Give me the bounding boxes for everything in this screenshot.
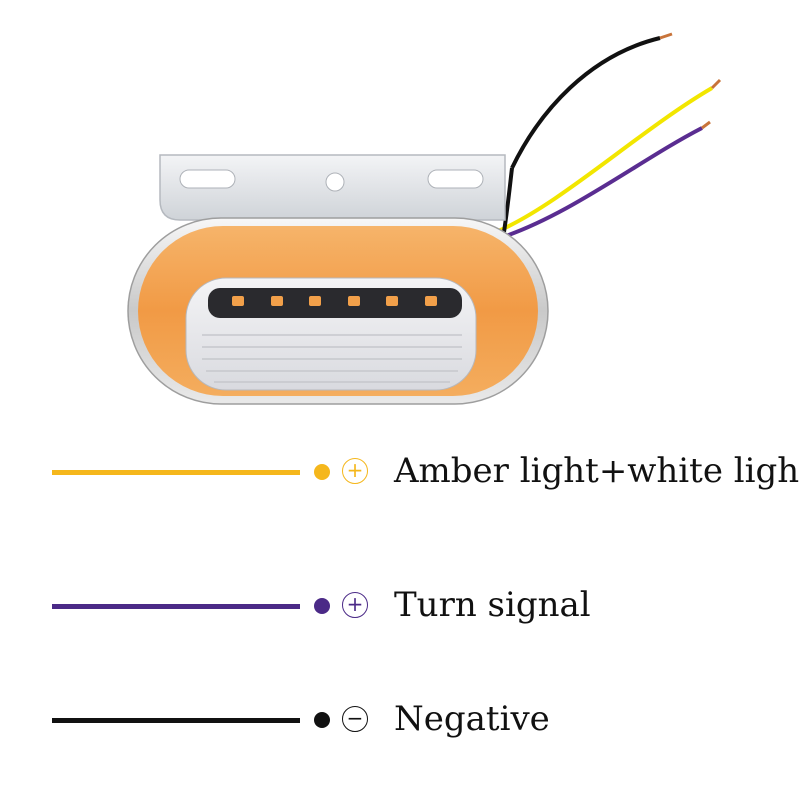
plus-circle-icon: +: [342, 458, 368, 484]
legend-row-amber: + Amber light+white ligh: [0, 448, 800, 498]
lamp-body: [127, 217, 549, 405]
black-wire: [510, 36, 661, 169]
yellow-wire: [495, 86, 714, 234]
minus-circle-icon: −: [342, 706, 368, 732]
wires: [495, 32, 722, 240]
legend-row-negative: − Negative: [0, 696, 800, 746]
amber-wire-swatch: [52, 470, 300, 475]
mounting-bracket: [159, 154, 506, 221]
amber-dot-icon: [314, 464, 330, 480]
legend-label-turn-signal: Turn signal: [394, 585, 591, 625]
legend-label-amber: Amber light+white ligh: [394, 451, 800, 491]
purple-dot-icon: [314, 598, 330, 614]
led-row: [232, 296, 437, 306]
plus-circle-icon: +: [342, 592, 368, 618]
black-wire-swatch: [52, 718, 300, 723]
lamp-illustration: [127, 32, 722, 405]
purple-wire: [499, 126, 703, 240]
black-dot-icon: [314, 712, 330, 728]
legend-row-turn-signal: + Turn signal: [0, 582, 800, 632]
purple-wire-swatch: [52, 604, 300, 609]
legend-label-negative: Negative: [394, 699, 550, 739]
black-wire-root: [502, 167, 514, 233]
